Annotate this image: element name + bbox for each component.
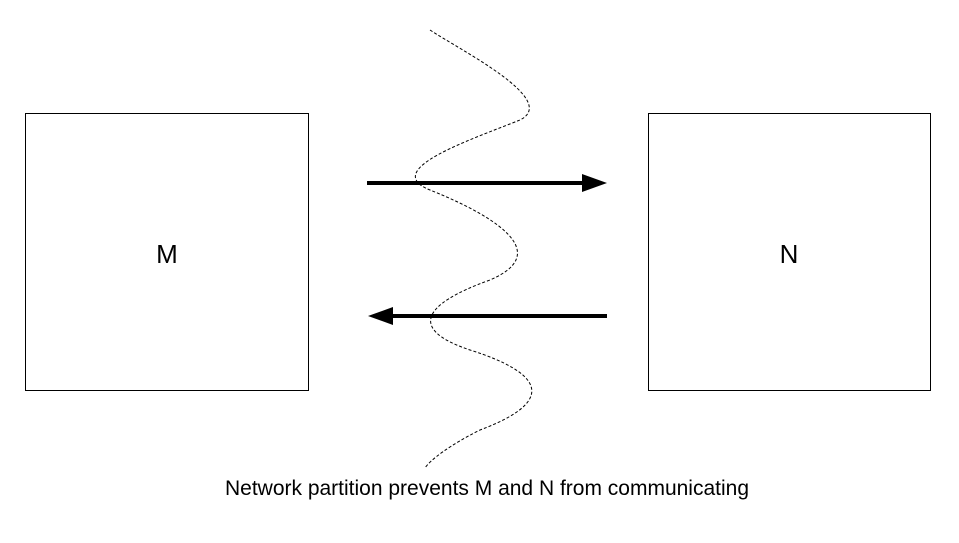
node-m: M [25, 113, 309, 391]
arrow-n-to-m [368, 307, 607, 325]
node-m-box [25, 113, 309, 391]
network-partition-line [414, 29, 533, 469]
node-n: N [648, 113, 931, 391]
node-n-box [648, 113, 931, 391]
arrow-m-to-n [367, 174, 607, 192]
arrow-m-to-n-head [582, 174, 607, 192]
node-m-label: M [156, 239, 178, 269]
node-n-label: N [780, 239, 799, 269]
diagram-caption: Network partition prevents M and N from … [225, 477, 749, 500]
arrow-n-to-m-head [368, 307, 393, 325]
